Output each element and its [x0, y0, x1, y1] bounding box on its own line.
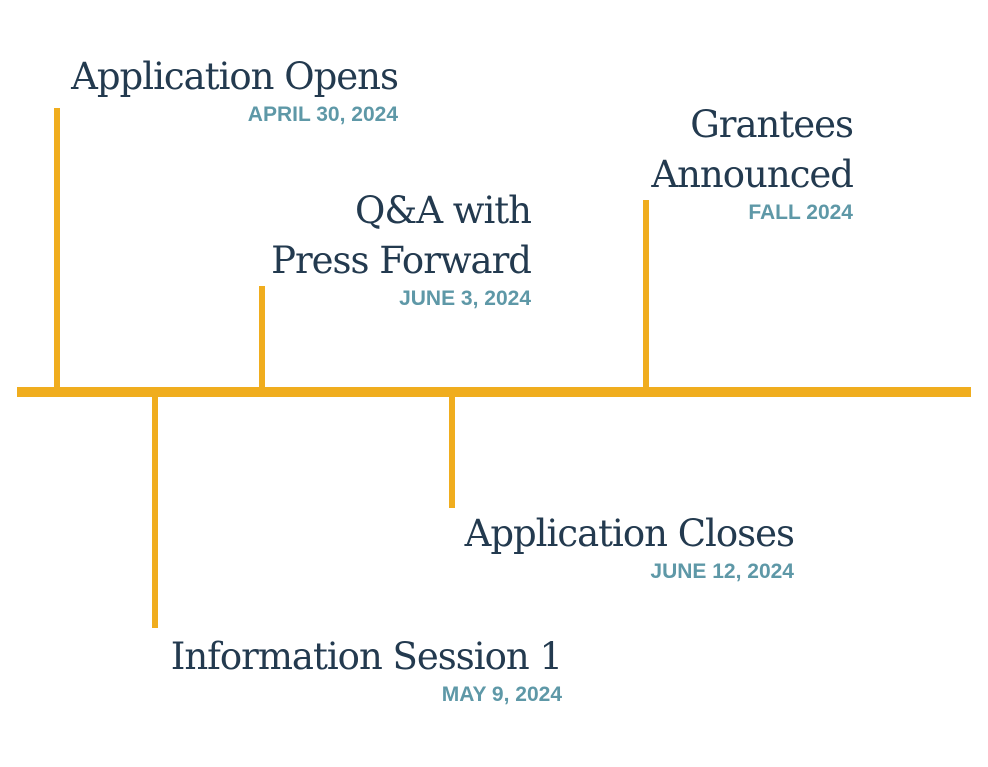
event-title-line-2: Press Forward — [271, 239, 532, 282]
event-date: JUNE 12, 2024 — [650, 560, 794, 583]
tick-application-closes — [449, 394, 455, 508]
timeline-axis — [17, 387, 971, 397]
event-grantees-announced: Grantees Announced FALL 2024 — [651, 100, 854, 226]
tick-grantees-announced — [643, 200, 649, 390]
tick-qa-press-forward — [259, 286, 265, 390]
event-qa-press-forward: Q&A with Press Forward JUNE 3, 2024 — [271, 186, 532, 312]
event-date: JUNE 3, 2024 — [399, 287, 531, 310]
event-title-line-1: Grantees — [690, 103, 854, 146]
event-title: Application Closes — [464, 512, 795, 555]
event-title-line-1: Q&A with — [355, 189, 532, 232]
tick-information-session-1 — [152, 394, 158, 628]
event-title: Application Opens — [71, 55, 399, 98]
event-application-opens: Application Opens APRIL 30, 2024 — [71, 52, 399, 128]
event-date: APRIL 30, 2024 — [247, 103, 398, 126]
tick-application-opens — [54, 108, 60, 390]
event-date: FALL 2024 — [748, 201, 853, 224]
event-application-closes: Application Closes JUNE 12, 2024 — [464, 509, 795, 585]
event-title: Information Session 1 — [170, 635, 563, 678]
event-title-line-2: Announced — [651, 153, 854, 196]
event-information-session-1: Information Session 1 MAY 9, 2024 — [170, 632, 563, 708]
event-date: MAY 9, 2024 — [441, 683, 562, 706]
